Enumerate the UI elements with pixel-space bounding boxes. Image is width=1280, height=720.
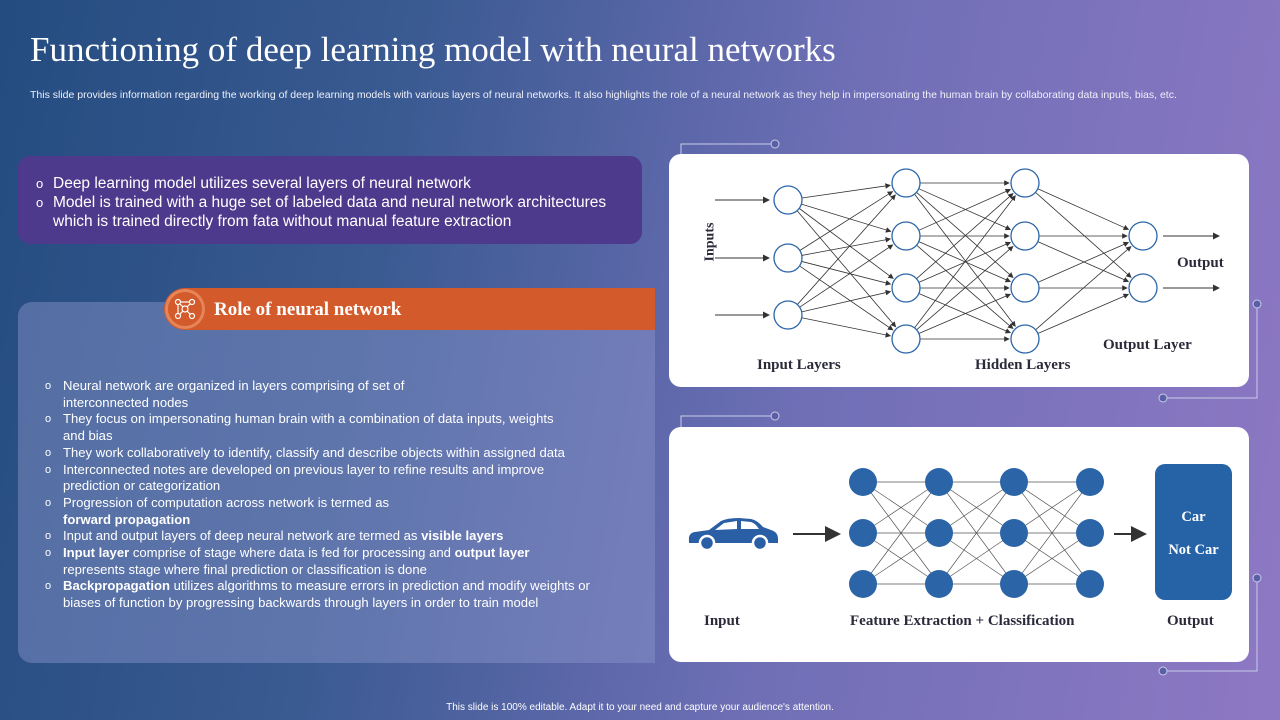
neural-network-diagram: Inputs Output Input Layers Hidden Layers… <box>669 154 1249 387</box>
connection-line <box>918 188 1012 231</box>
network-node <box>925 570 953 598</box>
network-node <box>891 324 921 354</box>
network-node <box>1010 168 1040 198</box>
connection-line <box>916 245 1014 331</box>
network-node <box>849 519 877 547</box>
connection-line <box>1013 481 1091 585</box>
role-bullet: Progression of computation across networ… <box>45 495 640 528</box>
classification-diagram: Car Not Car Input Feature Extraction + C… <box>669 427 1249 662</box>
connection-line <box>862 532 940 585</box>
network-graph <box>715 168 1220 354</box>
connection-line <box>798 208 894 279</box>
network-node <box>1010 221 1040 251</box>
connection-line <box>916 193 1014 280</box>
summary-box: Deep learning model utilizes several lay… <box>18 156 642 244</box>
connection-line <box>918 293 1012 334</box>
network-node <box>1000 468 1028 496</box>
role-title: Role of neural network <box>214 299 402 320</box>
page-subtitle: This slide provides information regardin… <box>30 89 1177 101</box>
network-node <box>1076 570 1104 598</box>
network-node <box>849 570 877 598</box>
connection-line <box>801 203 892 233</box>
connection-line <box>1037 241 1130 283</box>
connection-line <box>1037 188 1130 231</box>
network-node <box>1128 273 1158 303</box>
connection-line <box>799 191 894 251</box>
connection-line <box>1013 532 1091 585</box>
connection-line <box>914 193 1016 327</box>
connection-line <box>938 481 1015 585</box>
feature-label: Feature Extraction + Classification <box>850 613 1075 629</box>
network-node <box>1076 519 1104 547</box>
connection-line <box>1037 241 1130 283</box>
role-bullet: They work collaboratively to identify, c… <box>45 445 640 462</box>
page-title: Functioning of deep learning model with … <box>30 30 836 69</box>
network-node <box>891 168 921 198</box>
connection-line <box>862 481 940 585</box>
role-bullet: Backpropagation utilizes algorithms to m… <box>45 578 640 611</box>
role-bullet: They focus on impersonating human brain … <box>45 411 640 444</box>
connection-line <box>801 183 891 199</box>
connection-line <box>938 532 1015 585</box>
connection-line <box>801 289 892 313</box>
role-bullet: Neural network are organized in layers c… <box>45 378 640 411</box>
connection-line <box>918 293 1012 334</box>
connection-line <box>918 188 1012 231</box>
network-node <box>1076 468 1104 496</box>
output-layer-label: Output Layer <box>1103 337 1192 353</box>
connection-line <box>1035 245 1132 331</box>
connection-line <box>1013 481 1091 534</box>
connection-line <box>1035 192 1132 278</box>
role-bullet-list: Neural network are organized in layers c… <box>45 378 640 612</box>
network-node <box>925 468 953 496</box>
connection-line <box>1037 293 1130 334</box>
network-node <box>773 300 803 330</box>
network-icon <box>165 289 205 329</box>
output-label: Output <box>1177 255 1224 271</box>
summary-bullet: Model is trained with a huge set of labe… <box>36 193 622 231</box>
network-node <box>1010 273 1040 303</box>
connection-line <box>799 265 894 331</box>
result-car: Car <box>1181 509 1206 525</box>
inputs-label: Inputs <box>702 222 718 262</box>
feature-network-graph <box>793 468 1147 598</box>
role-bullet: Input and output layers of deep neural n… <box>45 528 640 545</box>
network-node <box>1128 221 1158 251</box>
footer-note: This slide is 100% editable. Adapt it to… <box>446 702 834 713</box>
connection-line <box>799 244 894 308</box>
network-node <box>891 273 921 303</box>
result-not-car: Not Car <box>1168 542 1219 558</box>
role-bullet: Interconnected notes are developed on pr… <box>45 462 640 495</box>
network-node <box>1000 519 1028 547</box>
connection-line <box>862 481 940 534</box>
connection-line <box>801 261 892 286</box>
input-label: Input <box>704 613 740 629</box>
summary-bullet: Deep learning model utilizes several lay… <box>36 174 622 193</box>
connection-line <box>797 194 896 305</box>
network-node <box>849 468 877 496</box>
input-layers-label: Input Layers <box>757 357 841 373</box>
connection-line <box>801 317 892 338</box>
connection-line <box>916 244 1014 330</box>
role-banner <box>164 288 655 330</box>
network-node <box>1010 324 1040 354</box>
network-node <box>891 221 921 251</box>
output-label-bottom: Output <box>1167 613 1214 629</box>
connection-line <box>801 237 892 256</box>
network-node <box>925 519 953 547</box>
car-icon <box>688 518 778 552</box>
connection-line <box>796 210 897 328</box>
role-bullet: Input layer comprise of stage where data… <box>45 545 640 578</box>
network-node <box>773 185 803 215</box>
output-result-box <box>1155 464 1232 600</box>
hidden-layers-label: Hidden Layers <box>975 357 1071 373</box>
connection-line <box>914 195 1016 329</box>
network-node <box>773 243 803 273</box>
connection-line <box>916 191 1014 278</box>
connection-line <box>938 481 1015 534</box>
network-node <box>1000 570 1028 598</box>
